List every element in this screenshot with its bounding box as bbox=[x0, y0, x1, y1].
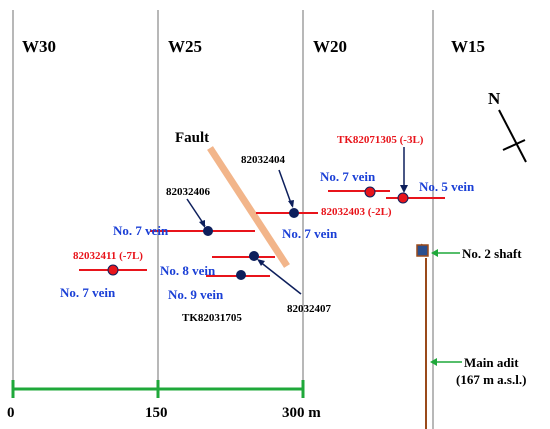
adit-label-line2: (167 m a.s.l.) bbox=[456, 372, 526, 387]
drill-hole-label-82032407: 82032407 bbox=[287, 303, 332, 315]
drill-hole-label-tk82031705: TK82031705 bbox=[182, 312, 242, 324]
scale-label-300: 300 m bbox=[282, 405, 321, 421]
shaft-label: No. 2 shaft bbox=[462, 246, 522, 261]
drill-hole-82032404-point bbox=[289, 208, 299, 218]
adit-pointer-head bbox=[430, 358, 437, 366]
north-arrow-cross bbox=[502, 139, 526, 151]
drill-hole-label-tk82071305: TK82071305 (-3L) bbox=[337, 134, 424, 146]
north-arrow-line bbox=[498, 109, 527, 163]
drill-hole-label-82032411: 82032411 (-7L) bbox=[73, 250, 143, 262]
fault-label: Fault bbox=[175, 130, 209, 146]
scale-label-150: 150 bbox=[145, 405, 168, 421]
shaft-pointer-head bbox=[431, 249, 438, 257]
grid-label-w30: W30 bbox=[22, 37, 56, 56]
drill-hole-label-82032404: 82032404 bbox=[241, 154, 286, 166]
drill-hole-tk82071305-point bbox=[397, 192, 409, 204]
drill-hole-82032411-point bbox=[107, 264, 119, 276]
grid-label-w25: W25 bbox=[168, 37, 202, 56]
drill-hole-tk82031705-point bbox=[236, 270, 246, 280]
leader-arrowhead-82032407 bbox=[257, 259, 265, 266]
vein-label-no7-right: No. 7 vein bbox=[320, 169, 376, 184]
vein-label-no7-mid: No. 7 vein bbox=[282, 226, 338, 241]
leader-arrow-82032404 bbox=[278, 169, 293, 207]
drill-hole-82032406-point bbox=[203, 226, 213, 236]
north-label: N bbox=[488, 89, 501, 108]
leader-arrowhead-tk82071305 bbox=[400, 185, 408, 193]
vein-label-no7-far-left: No. 7 vein bbox=[60, 285, 116, 300]
fault-band bbox=[207, 146, 290, 268]
leader-arrowhead-82032404 bbox=[288, 200, 294, 208]
vein-label-no8: No. 8 vein bbox=[160, 263, 216, 278]
vein-label-no9: No. 9 vein bbox=[168, 287, 224, 302]
scale-label-0: 0 bbox=[7, 405, 15, 421]
grid-label-w20: W20 bbox=[313, 37, 347, 56]
grid-label-w15: W15 bbox=[451, 37, 485, 56]
adit-label-line1: Main adit bbox=[464, 355, 519, 370]
vein-label-no5: No. 5 vein bbox=[419, 179, 475, 194]
leader-arrowhead-82032406 bbox=[199, 220, 205, 228]
drill-hole-label-82032403: 82032403 (-2L) bbox=[321, 206, 392, 218]
drill-hole-82032407-point bbox=[249, 251, 259, 261]
shaft-symbol bbox=[416, 244, 429, 257]
leader-arrow-82032407 bbox=[258, 260, 302, 295]
drill-hole-label-82032406: 82032406 bbox=[166, 186, 211, 198]
drill-hole-82032403-point bbox=[364, 186, 376, 198]
vein-label-no7-left: No. 7 vein bbox=[113, 223, 169, 238]
